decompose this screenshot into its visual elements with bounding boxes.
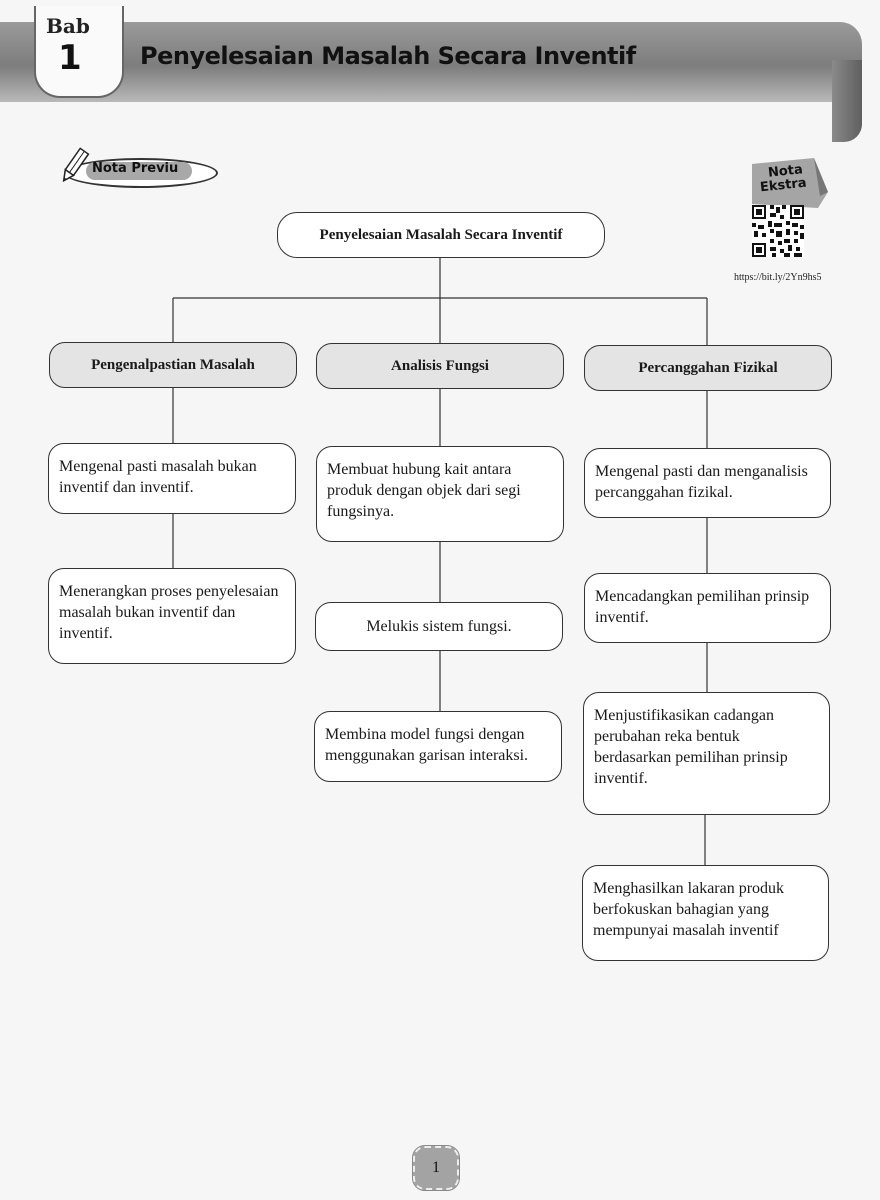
qr-url[interactable]: https://bit.ly/2Yn9hs5 — [734, 272, 822, 283]
step-box: Membina model fungsi dengan menggunakan … — [314, 711, 562, 782]
nota-ekstra-shape — [752, 158, 828, 208]
page-number: 1 — [412, 1145, 460, 1191]
branch-header-analisis: Analisis Fungsi — [316, 343, 564, 389]
nota-previu-badge: Nota Previu — [56, 147, 218, 188]
diagram-root: Penyelesaian Masalah Secara Inventif — [277, 212, 605, 258]
nota-previu-label: Nota Previu — [92, 161, 179, 176]
branch-header-pengenalpastian: Pengenalpastian Masalah — [49, 342, 297, 388]
chapter-number: 1 — [58, 38, 82, 78]
step-box: Melukis sistem fungsi. — [315, 602, 563, 651]
step-box: Mengenal pasti dan menganalisis percangg… — [584, 448, 831, 518]
chapter-title: Penyelesaian Masalah Secara Inventif — [140, 42, 636, 70]
chapter-tab — [34, 6, 124, 98]
nota-previu-pill — [86, 162, 192, 180]
qr-code-icon[interactable] — [752, 205, 804, 257]
step-box: Mengenal pasti masalah bukan inventif da… — [48, 443, 296, 514]
step-box: Menerangkan proses penyelesaian masalah … — [48, 568, 296, 664]
step-box: Membuat hubung kait antara produk dengan… — [316, 446, 564, 542]
chapter-header-band — [0, 22, 862, 102]
header-band-curl — [832, 60, 862, 142]
step-box: Menghasilkan lakaran produk berfokuskan … — [582, 865, 829, 961]
step-box: Mencadangkan pemilihan prinsip inventif. — [584, 573, 831, 643]
nota-ekstra-tag: Nota Ekstra — [748, 158, 830, 208]
step-box: Menjustifikasikan cadangan perubahan rek… — [583, 692, 830, 815]
branch-header-percanggahan: Percanggahan Fizikal — [584, 345, 832, 391]
chapter-label: Bab — [46, 14, 90, 38]
pencil-icon — [62, 147, 90, 183]
